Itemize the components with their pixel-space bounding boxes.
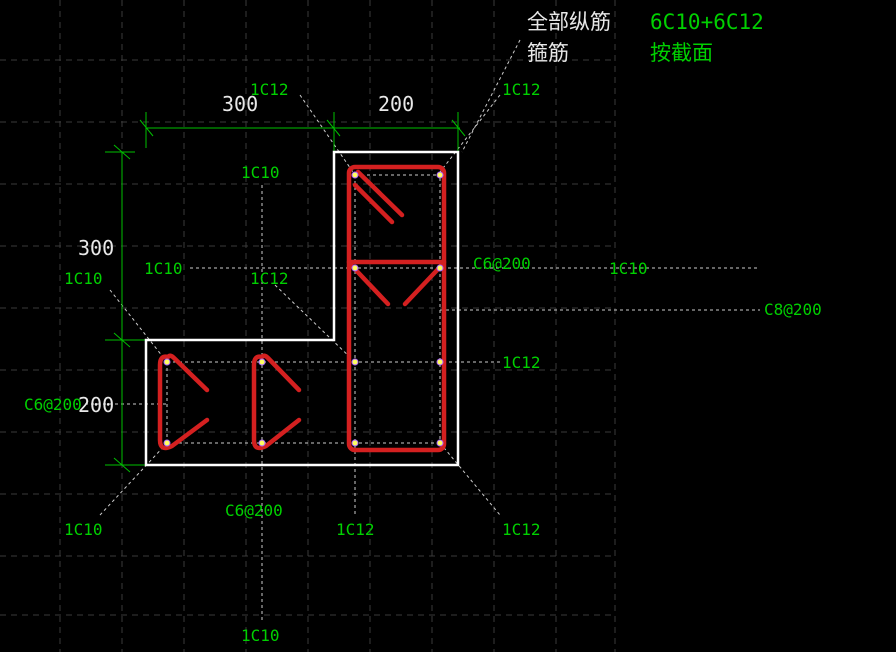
dimension-left-lower: 200 — [78, 393, 114, 417]
tie-hook-right — [402, 263, 444, 307]
rebar-dot — [436, 171, 444, 179]
dimension-top-right: 200 — [378, 92, 414, 116]
dimension-lines — [105, 112, 466, 473]
label-top-corner-left: 1C12 — [250, 80, 289, 99]
label-stirrup-left: C6@200 — [24, 395, 82, 414]
all-long-rebar-label: 全部纵筋 — [527, 10, 611, 34]
label-stirrup-main: C8@200 — [764, 300, 822, 319]
rebar-labels: 1C12 1C12 1C10 1C10 1C12 1C10 C6@200 1C1… — [24, 80, 822, 645]
tie-hook-left — [349, 263, 391, 307]
label-bottom-far: 1C10 — [241, 626, 280, 645]
rebar-dot — [436, 358, 444, 366]
rebar-dot — [351, 358, 359, 366]
rebar-dot — [436, 264, 444, 272]
rebar-dot — [351, 264, 359, 272]
section-outline — [144, 150, 460, 467]
rebar-dot — [258, 439, 266, 447]
label-stirrup-right: C6@200 — [473, 254, 531, 273]
rebar-dot — [351, 171, 359, 179]
leader-lines — [85, 39, 760, 620]
label-top-corner-right: 1C12 — [502, 80, 541, 99]
label-left-mid: 1C10 — [144, 259, 183, 278]
rebar-dot — [351, 439, 359, 447]
background-grid — [0, 0, 616, 652]
stirrups — [157, 164, 447, 453]
label-stirrup-bottom: C6@200 — [225, 501, 283, 520]
stirrup-label: 箍筋 — [527, 41, 569, 65]
rebar-dot — [258, 358, 266, 366]
rebar-points — [163, 171, 444, 447]
dimension-left-upper: 300 — [78, 236, 114, 260]
label-right-mid: 1C12 — [502, 353, 541, 372]
rebar-dot — [163, 358, 171, 366]
stirrup-hook-2 — [352, 182, 395, 225]
middle-tie — [251, 353, 302, 451]
dimension-top-left: 300 — [222, 92, 258, 116]
label-mid-right: 1C10 — [609, 259, 648, 278]
stirrup-value: 按截面 — [650, 41, 713, 65]
label-inner-top: 1C10 — [241, 163, 280, 182]
rebar-dot — [163, 439, 171, 447]
label-bottom-left-corner: 1C10 — [64, 520, 103, 539]
stirrup-hook — [355, 169, 405, 218]
label-bottom-right-corner: 1C12 — [502, 520, 541, 539]
label-left-upper-corner: 1C10 — [64, 269, 103, 288]
label-inner-mid: 1C12 — [250, 269, 289, 288]
all-long-rebar-value: 6C10+6C12 — [650, 10, 764, 34]
rebar-dot — [436, 439, 444, 447]
main-stirrup — [346, 164, 447, 453]
label-bottom-mid: 1C12 — [336, 520, 375, 539]
left-tie — [157, 353, 210, 451]
